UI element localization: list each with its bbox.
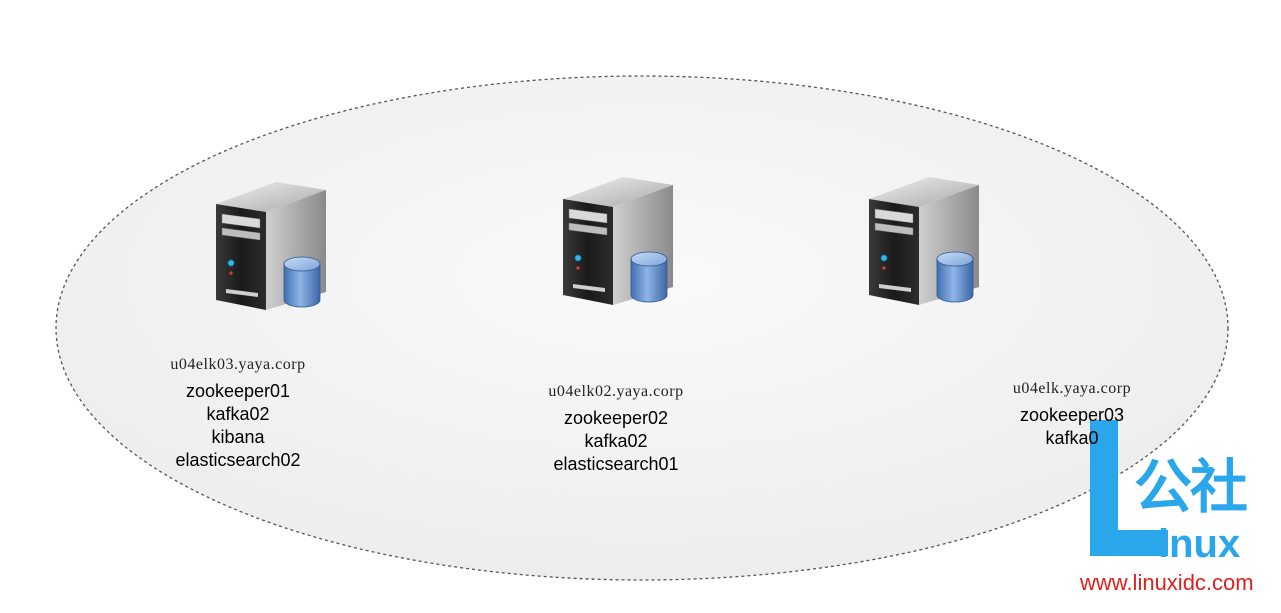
service-label: kafka02 xyxy=(584,431,648,451)
service-label: elasticsearch02 xyxy=(175,450,301,470)
watermark-url: www.linuxidc.com xyxy=(1080,570,1254,595)
server-node-3-icon xyxy=(868,176,980,306)
watermark-l-logo xyxy=(1090,420,1168,556)
service-label: elasticsearch01 xyxy=(553,454,679,474)
service-label: kafka02 xyxy=(206,404,270,424)
watermark-cn-text: 公社 xyxy=(1134,453,1248,521)
server-node-2-icon xyxy=(562,176,674,306)
database-icon xyxy=(936,251,974,303)
watermark: 公社 inux www.linuxidc.com xyxy=(1080,420,1280,613)
service-label: kibana xyxy=(211,427,265,447)
server-node-1-icon xyxy=(215,181,327,311)
service-label: zookeeper01 xyxy=(185,381,291,401)
service-label: zookeeper02 xyxy=(563,408,669,428)
cluster-boundary xyxy=(55,75,1229,581)
server-node-1: u04elk03.yaya.corp zookeeper01 kafka02 k… xyxy=(88,356,388,472)
server-node-2: u04elk02.yaya.corp zookeeper02 kafka02 e… xyxy=(466,383,766,476)
server-node-3: u04elk.yaya.corp zookeeper03 kafka0 xyxy=(922,380,1222,450)
node-hostname: u04elk03.yaya.corp xyxy=(170,356,306,373)
service-label: zookeeper03 xyxy=(1019,405,1125,425)
database-icon xyxy=(283,256,321,308)
service-label: kafka0 xyxy=(1045,428,1099,448)
node-hostname: u04elk.yaya.corp xyxy=(1012,380,1132,397)
database-icon xyxy=(630,251,668,303)
watermark-inux-text: inux xyxy=(1158,522,1241,566)
node-hostname: u04elk02.yaya.corp xyxy=(548,383,684,400)
